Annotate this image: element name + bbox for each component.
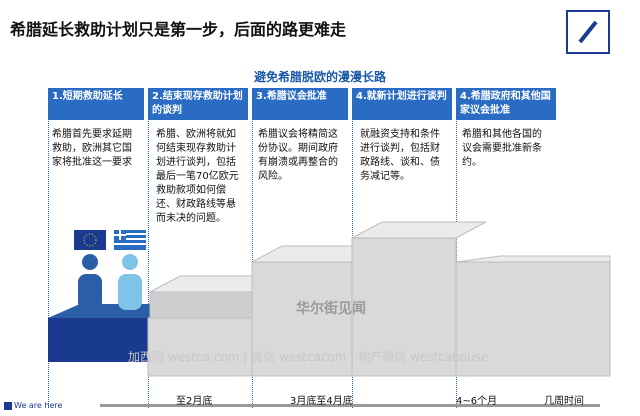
divider-line: [48, 88, 49, 408]
timeline-arrow: [100, 404, 600, 407]
westca-watermark: 加西网 westca.com | 微信 westcacom | 地产微信 wes…: [128, 350, 489, 364]
stair-step-2: [147, 317, 253, 377]
divider-line: [252, 88, 253, 408]
timeline-label-3: 4~6个月: [456, 396, 498, 407]
figure-greece-person: [118, 254, 142, 310]
bank-slash-icon: [578, 20, 598, 44]
step-3-description: 希腊议会将精简这份协议。期间政府有崩溃或再整合的风险。: [258, 129, 338, 182]
stair-step-4-top: [351, 221, 487, 239]
step-2-description: 希腊、欧洲将就如何结束现存救助计划进行谈判，包括最后一笔70亿欧元救助款项如何偿…: [156, 129, 239, 224]
deutsche-bank-logo: [566, 10, 610, 54]
wallstreetcn-watermark: 华尔街见闻: [296, 301, 366, 317]
timeline-label-1: 至2月底: [176, 396, 213, 407]
step-1-description: 希腊首先要求延期救助，欧洲其它国家将批准这一要求: [52, 129, 132, 168]
eu-flag-icon: [74, 230, 106, 250]
timeline-label-4: 几周时间: [544, 396, 584, 407]
diagram-subtitle: 避免希腊脱欧的漫漫长路: [253, 70, 386, 84]
timeline-label-2: 3月底至4月底: [290, 396, 353, 407]
we-are-here-marker: [4, 402, 12, 410]
step-1-header: 1.短期救助延长: [48, 88, 144, 120]
stair-step-2-front: [149, 291, 253, 319]
stair-step-5-top: [455, 255, 611, 263]
stair-step-5-front: [455, 261, 611, 377]
greece-flag-icon: [114, 230, 146, 250]
page-title: 希腊延长救助计划只是第一步，后面的路更难走: [10, 20, 347, 39]
step-5-header: 4.希腊政府和其他国家议会批准: [456, 88, 556, 120]
divider-line: [148, 88, 149, 408]
we-are-here-label: We are here: [14, 401, 63, 410]
start-platform: [48, 318, 148, 362]
step-2-header: 2.结束现存救助计划的谈判: [148, 88, 248, 120]
step-4-header: 4.就新计划进行谈判: [352, 88, 452, 120]
step-5-description: 希腊和其他各国的议会需要批准新条约。: [462, 129, 542, 168]
step-4-description: 就融资支持和条件进行谈判，包括财政路线、谈和、债务减记等。: [360, 129, 440, 182]
figure-eu-person: [78, 254, 102, 310]
step-3-header: 3.希腊议会批准: [252, 88, 348, 120]
